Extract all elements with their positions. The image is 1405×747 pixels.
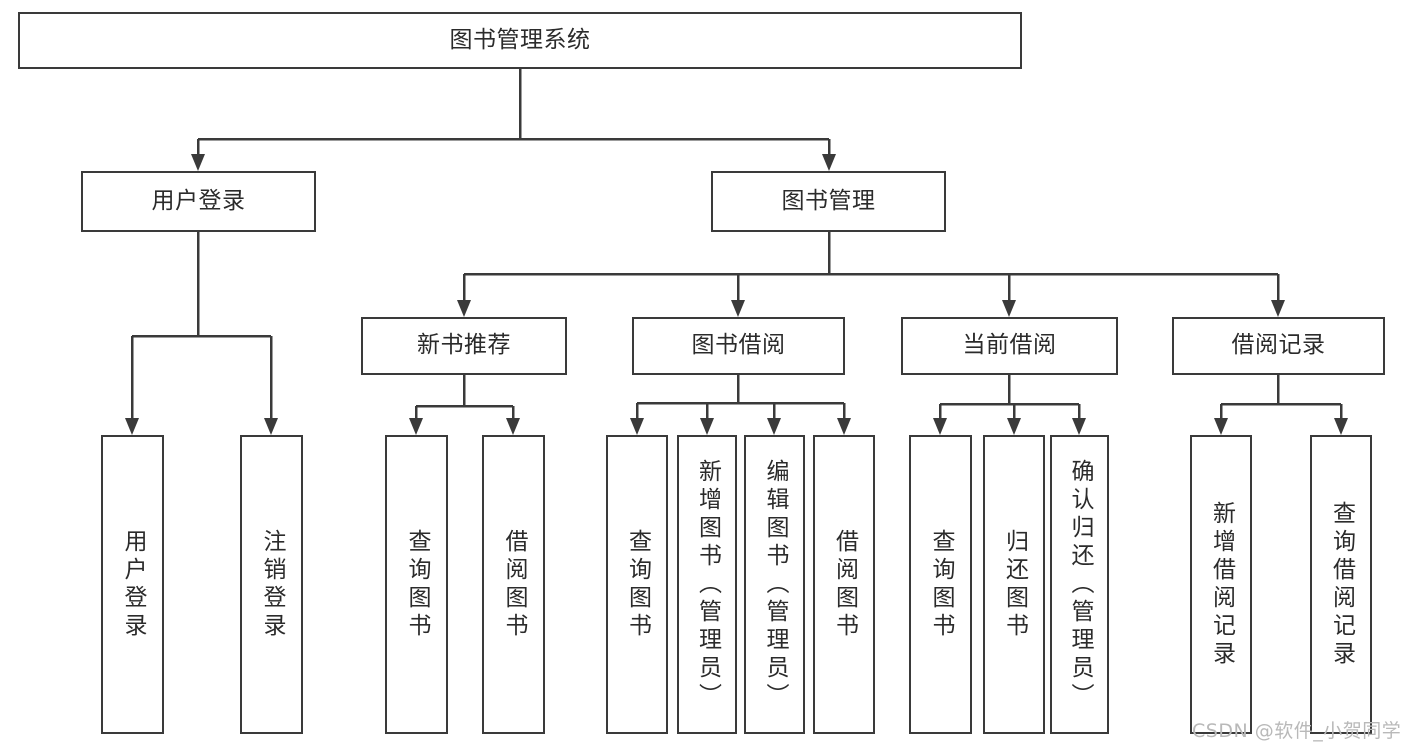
conn-current-borrow-arrow-1 xyxy=(1007,418,1021,435)
node-label-book-manage: 图书管理 xyxy=(781,187,876,214)
conn-borrow-record-arrow-1 xyxy=(1334,418,1348,435)
conn-root-arrow-0 xyxy=(191,154,205,171)
node-leaf-cur-confirm-return[interactable]: 确认归还（管理员） xyxy=(1050,435,1109,734)
conn-book-manage-arrow-3 xyxy=(1271,300,1285,317)
node-label-borrow-record: 借阅记录 xyxy=(1231,332,1326,359)
node-label-leaf-borrow-edit-book: 编辑图书（管理员） xyxy=(762,458,788,711)
node-leaf-rec-add-record[interactable]: 新增借阅记录 xyxy=(1190,435,1252,734)
conn-book-borrow-arrow-3 xyxy=(837,418,851,435)
node-label-user-login: 用户登录 xyxy=(151,187,246,214)
node-label-leaf-cur-query-book: 查询图书 xyxy=(928,528,954,641)
node-leaf-cur-return-book[interactable]: 归还图书 xyxy=(983,435,1045,734)
node-label-leaf-rec-borrow-book: 借阅图书 xyxy=(501,528,527,641)
node-label-leaf-user-login: 用户登录 xyxy=(120,528,146,641)
node-label-current-borrow: 当前借阅 xyxy=(962,332,1057,359)
node-label-leaf-borrow-query-book: 查询图书 xyxy=(624,528,651,641)
conn-new-book-rec-arrow-1 xyxy=(506,418,520,435)
csdn-watermark: CSDN @软件_小贺同学 xyxy=(1192,720,1402,742)
node-label-new-book-rec: 新书推荐 xyxy=(417,332,511,359)
conn-current-borrow-arrow-0 xyxy=(933,418,947,435)
node-label-leaf-rec-query-record: 查询借阅记录 xyxy=(1328,500,1355,669)
node-label-leaf-cur-return-book: 归还图书 xyxy=(1001,528,1028,641)
node-user-login[interactable]: 用户登录 xyxy=(81,171,316,232)
node-leaf-cur-query-book[interactable]: 查询图书 xyxy=(909,435,972,734)
conn-borrow-record-arrow-0 xyxy=(1214,418,1228,435)
conn-user-login-arrow-0 xyxy=(125,418,139,435)
node-leaf-borrow-borrow-book[interactable]: 借阅图书 xyxy=(813,435,875,734)
node-label-root: 图书管理系统 xyxy=(449,26,591,53)
node-leaf-rec-query-record[interactable]: 查询借阅记录 xyxy=(1310,435,1372,734)
conn-book-manage-arrow-1 xyxy=(731,300,745,317)
node-root[interactable]: 图书管理系统 xyxy=(18,12,1022,69)
conn-book-manage-arrow-0 xyxy=(457,300,471,317)
conn-book-borrow-arrow-0 xyxy=(630,418,644,435)
conn-current-borrow-arrow-2 xyxy=(1072,418,1086,435)
node-new-book-rec[interactable]: 新书推荐 xyxy=(361,317,567,375)
node-leaf-user-login[interactable]: 用户登录 xyxy=(101,435,164,734)
conn-user-login-arrow-1 xyxy=(264,418,278,435)
node-borrow-record[interactable]: 借阅记录 xyxy=(1172,317,1385,375)
conn-book-borrow-arrow-2 xyxy=(767,418,781,435)
node-current-borrow[interactable]: 当前借阅 xyxy=(901,317,1118,375)
node-leaf-user-logout[interactable]: 注销登录 xyxy=(240,435,303,734)
node-leaf-borrow-query-book[interactable]: 查询图书 xyxy=(606,435,668,734)
node-label-leaf-rec-query-book: 查询图书 xyxy=(404,528,430,641)
node-book-manage[interactable]: 图书管理 xyxy=(711,171,946,232)
node-label-leaf-borrow-borrow-book: 借阅图书 xyxy=(831,528,858,641)
node-label-leaf-user-logout: 注销登录 xyxy=(259,528,285,641)
node-leaf-rec-query-book[interactable]: 查询图书 xyxy=(385,435,448,734)
node-leaf-borrow-add-book[interactable]: 新增图书（管理员） xyxy=(677,435,737,734)
node-book-borrow[interactable]: 图书借阅 xyxy=(632,317,845,375)
conn-book-borrow-arrow-1 xyxy=(700,418,714,435)
node-leaf-borrow-edit-book[interactable]: 编辑图书（管理员） xyxy=(744,435,805,734)
conn-book-manage-arrow-2 xyxy=(1002,300,1016,317)
conn-new-book-rec-arrow-0 xyxy=(409,418,423,435)
node-label-leaf-cur-confirm-return: 确认归还（管理员） xyxy=(1067,458,1093,711)
node-label-book-borrow: 图书借阅 xyxy=(691,332,786,359)
conn-root-arrow-1 xyxy=(822,154,836,171)
node-label-leaf-borrow-add-book: 新增图书（管理员） xyxy=(694,458,721,711)
node-leaf-rec-borrow-book[interactable]: 借阅图书 xyxy=(482,435,545,734)
node-label-leaf-rec-add-record: 新增借阅记录 xyxy=(1208,500,1235,669)
